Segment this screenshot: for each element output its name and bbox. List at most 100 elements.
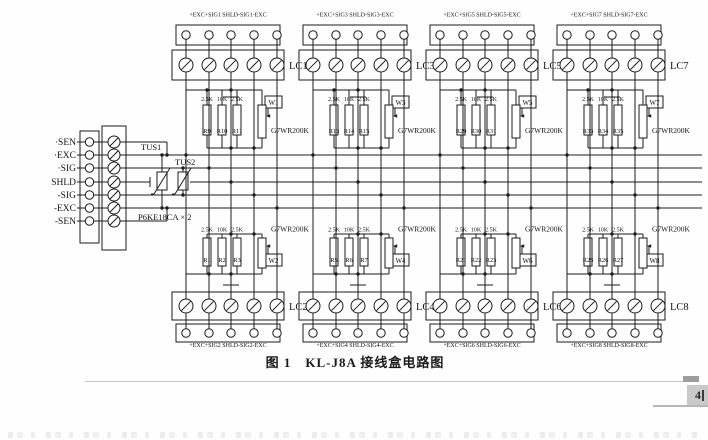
junction-dot <box>633 193 637 197</box>
entry-hole <box>399 30 409 40</box>
resistor-value: 2.5K <box>358 97 371 103</box>
lc-bottom-footer: +EXC+SIG6 SHLD-SIG6-EXC <box>443 343 520 349</box>
lc-name: LC8 <box>670 302 689 313</box>
screw-slash <box>109 177 119 187</box>
junction-dot <box>633 232 637 236</box>
resistor-name: R31 <box>486 128 497 135</box>
entry-hole <box>526 30 536 40</box>
screw-slash <box>376 301 386 311</box>
screw-slash <box>562 301 572 311</box>
tvs-diagonal <box>174 167 192 195</box>
tvs2-label: TUS2 <box>175 157 195 167</box>
resistor-value: 2.5K <box>582 97 595 103</box>
junction-dot <box>334 272 338 276</box>
screw-slash <box>480 60 490 70</box>
terminal-label: SHLD <box>51 178 76 188</box>
resistor-value: 10K <box>217 97 228 103</box>
screw-slash <box>308 60 318 70</box>
resistor-name: R14 <box>344 128 356 135</box>
resistor-value: 10K <box>471 97 482 103</box>
entry-hole <box>308 328 318 338</box>
terminal-hole <box>84 177 95 187</box>
screw-slash <box>526 301 536 311</box>
junction-dot <box>334 166 338 170</box>
screw-slash <box>653 301 663 311</box>
resistor-name: R35 <box>613 128 624 135</box>
screw-slash <box>653 60 663 70</box>
entry-hole <box>435 30 445 40</box>
lc-top-header: +EXC+SIG1 SHLD-SIG1-EXC <box>189 13 266 19</box>
screw-slash <box>181 301 191 311</box>
terminal-label: -SEN <box>55 217 76 227</box>
junction-dot <box>461 166 465 170</box>
lc-top-header: +EXC+SIG5 SHLD-SIG5-EXC <box>443 13 520 19</box>
pot-model: G7WR200K <box>652 126 690 135</box>
wiper-arrow <box>393 114 398 118</box>
entry-hole <box>226 328 236 338</box>
pot-name: W3 <box>395 99 406 107</box>
junction-dot <box>165 206 169 210</box>
resistor-name: R3 <box>233 257 241 264</box>
lc-name: LC3 <box>416 61 435 72</box>
screw-slash <box>607 60 617 70</box>
pot-wiper-box <box>645 95 664 109</box>
entry-hole <box>181 30 191 40</box>
entry-hole <box>331 30 341 40</box>
tvs1-label: TUS1 <box>141 142 161 152</box>
terminal-label: ·SIG <box>58 164 77 174</box>
junction-dot <box>275 206 279 210</box>
pot-name: W2 <box>268 257 279 265</box>
clipped-digit <box>702 389 708 401</box>
entry-hole <box>458 328 468 338</box>
entry-hole <box>630 30 640 40</box>
resistor-name: R2 <box>218 257 226 264</box>
pot-model: G7WR200K <box>525 225 563 234</box>
screw-slash <box>331 301 341 311</box>
pot-body <box>638 237 648 269</box>
pot-model: G7WR200K <box>398 225 436 234</box>
resistor-value: 2.5K <box>328 228 341 234</box>
junction-dot <box>483 88 487 92</box>
resistor-name: R1 <box>203 257 211 264</box>
junction-dot <box>181 193 185 197</box>
entry-hole <box>308 30 318 40</box>
screw-slash <box>226 60 236 70</box>
entry-hole <box>607 328 617 338</box>
screw-slash <box>630 301 640 311</box>
pot-name: W8 <box>649 257 660 265</box>
junction-dot <box>229 232 233 236</box>
resistor-name: R23 <box>486 257 497 264</box>
junction-dot <box>207 166 211 170</box>
resistor-value: 2.5K <box>485 97 498 103</box>
resistor-value: 2.5K <box>485 228 498 234</box>
entry-hole <box>653 30 663 40</box>
wiper-arrow <box>647 114 652 118</box>
pot-body <box>638 104 648 139</box>
cropped-text-remnant <box>8 432 700 438</box>
screw-slash <box>204 301 214 311</box>
resistor-value: 2.5K <box>455 228 468 234</box>
pot-model: G7WR200K <box>525 126 563 135</box>
junction-dot <box>379 232 383 236</box>
pot-name: W7 <box>649 99 660 107</box>
terminal-hole <box>84 150 95 160</box>
lc-name: LC2 <box>289 302 308 313</box>
resistor-name: R27 <box>613 257 625 264</box>
pot-model: G7WR200K <box>652 225 690 234</box>
screw-slash <box>353 301 363 311</box>
junction-dot <box>229 180 233 184</box>
screw-slash <box>585 301 595 311</box>
screw-slash <box>458 60 468 70</box>
resistor-name: R10 <box>217 128 228 135</box>
junction-dot <box>252 232 256 236</box>
tvs-diagonal <box>153 167 171 195</box>
resistor-name: R29 <box>456 128 467 135</box>
entry-hole <box>458 30 468 40</box>
junction-dot <box>565 153 569 157</box>
resistor-value: 10K <box>344 228 355 234</box>
junction-dot <box>633 146 637 150</box>
pot-body <box>384 237 394 269</box>
resistor-value: 10K <box>598 97 609 103</box>
lc-top-header: +EXC+SIG3 SHLD-SIG3-EXC <box>316 13 393 19</box>
